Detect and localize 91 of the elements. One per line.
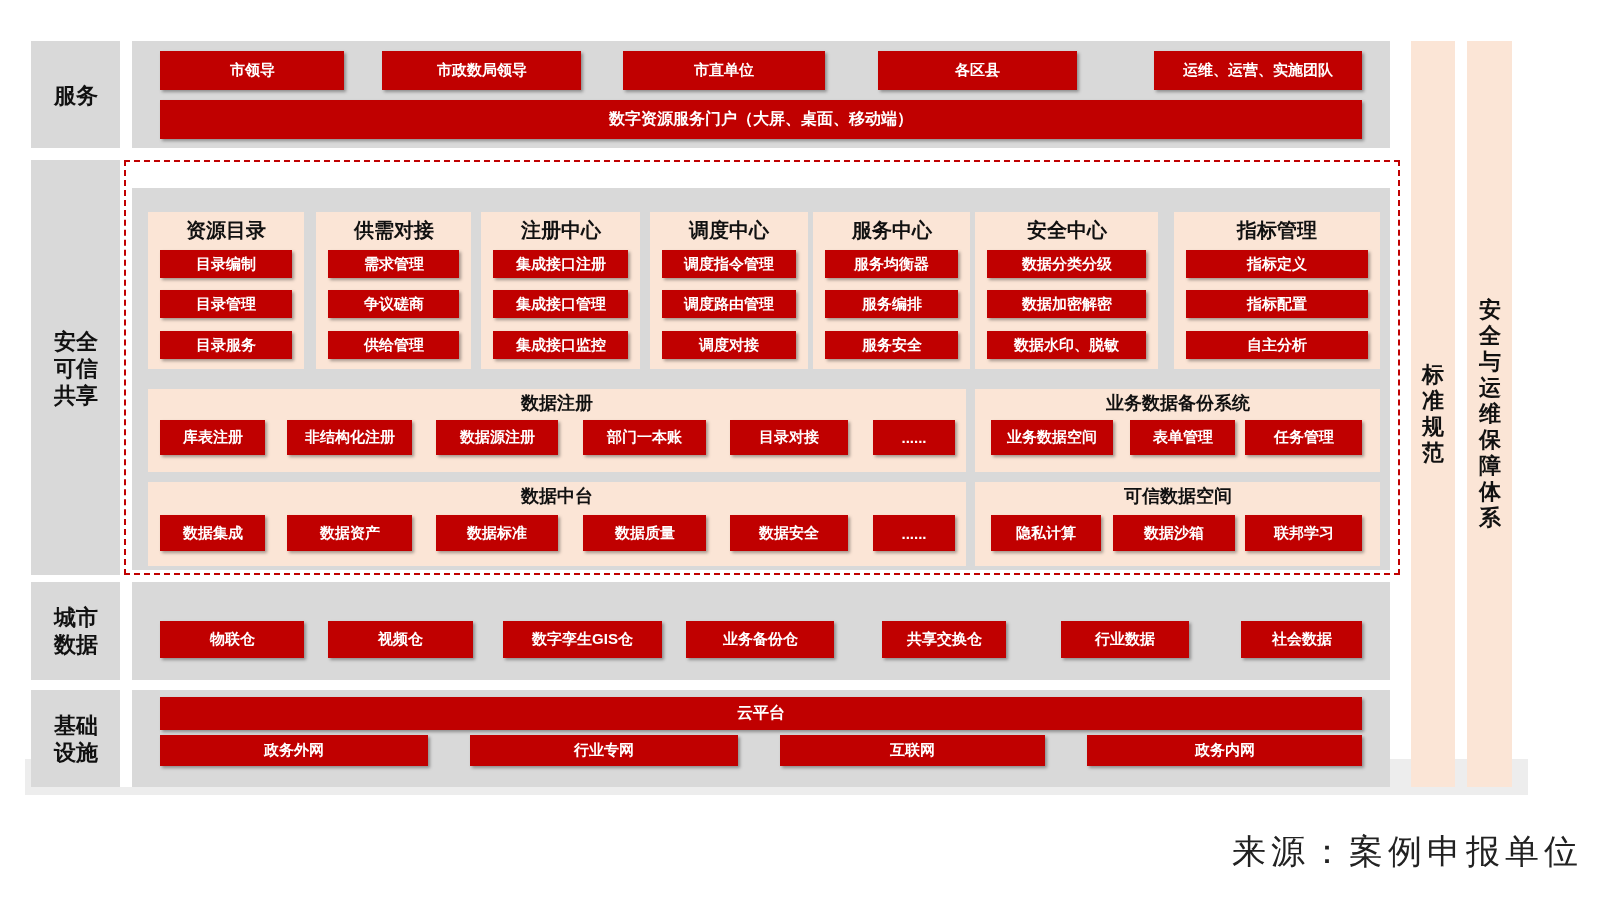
function-block: 调度指令管理	[662, 250, 796, 278]
data-store-block: 社会数据	[1241, 621, 1362, 658]
network-block: 互联网	[780, 735, 1045, 766]
module-heading: 业务数据备份系统	[1105, 392, 1250, 414]
role-block: 市政数局领导	[382, 51, 581, 90]
function-block: 数据分类分级	[987, 250, 1146, 278]
module-heading: 可信数据空间	[1123, 485, 1232, 507]
module-panel	[1174, 212, 1380, 369]
module-panel	[813, 212, 970, 369]
data-store-block: 行业数据	[1061, 621, 1189, 658]
platform-bar: 云平台	[160, 697, 1362, 730]
layer-band	[31, 582, 1390, 680]
function-block: 争议磋商	[328, 290, 459, 318]
function-block: 调度对接	[662, 331, 796, 359]
function-block: 集成接口管理	[493, 290, 628, 318]
side-band	[1467, 41, 1512, 787]
module-panel	[650, 212, 808, 369]
function-block: 服务编排	[825, 290, 958, 318]
function-block: 数据沙箱	[1113, 515, 1235, 551]
function-block: 业务数据空间	[991, 420, 1113, 455]
function-block: ......	[873, 515, 955, 551]
function-block: 目录管理	[160, 290, 292, 318]
module-heading: 资源目录	[186, 218, 266, 242]
data-store-block: 业务备份仓	[686, 621, 834, 658]
module-panel	[975, 389, 1380, 472]
function-block: 数据安全	[730, 515, 848, 551]
function-block: 服务安全	[825, 331, 958, 359]
layer-label: 服务	[52, 81, 99, 108]
function-block: 目录编制	[160, 250, 292, 278]
data-store-block: 共享交换仓	[882, 621, 1006, 658]
function-block: 目录对接	[730, 420, 848, 455]
function-block: ......	[873, 420, 955, 455]
function-block: 调度路由管理	[662, 290, 796, 318]
module-panel	[316, 212, 471, 369]
side-band	[1411, 41, 1455, 787]
function-block: 自主分析	[1186, 331, 1368, 359]
role-block: 市领导	[160, 51, 344, 90]
role-block: 市直单位	[623, 51, 825, 90]
role-block: 各区县	[878, 51, 1077, 90]
source-caption: 来源：案例申报单位	[1232, 832, 1583, 872]
module-panel	[148, 389, 966, 472]
module-heading: 服务中心	[851, 218, 932, 242]
function-block: 指标配置	[1186, 290, 1368, 318]
module-panel	[975, 212, 1158, 369]
function-block: 任务管理	[1245, 420, 1362, 455]
layer-label: 安全可信共享	[52, 327, 99, 408]
function-block: 需求管理	[328, 250, 459, 278]
module-heading: 数据中台	[521, 485, 593, 507]
function-block: 表单管理	[1130, 420, 1235, 455]
function-block: 部门一本账	[583, 420, 706, 455]
data-store-block: 物联仓	[160, 621, 304, 658]
function-block: 指标定义	[1186, 250, 1368, 278]
function-block: 隐私计算	[991, 515, 1101, 551]
module-heading: 注册中心	[520, 218, 601, 242]
side-band-label: 安全与运维保障体系	[1477, 297, 1502, 531]
function-block: 数据资产	[287, 515, 412, 551]
data-store-block: 数字孪生GIS仓	[503, 621, 662, 658]
module-heading: 数据注册	[521, 392, 593, 414]
side-band-label: 标准规范	[1421, 362, 1445, 466]
function-block: 联邦学习	[1245, 515, 1362, 551]
function-block: 库表注册	[160, 420, 265, 455]
function-block: 目录服务	[160, 331, 292, 359]
function-block: 非结构化注册	[287, 420, 412, 455]
function-block: 集成接口监控	[493, 331, 628, 359]
function-block: 数据集成	[160, 515, 265, 551]
function-block: 供给管理	[328, 331, 459, 359]
module-panel	[148, 212, 304, 369]
platform-bar: 数字资源服务门户（大屏、桌面、移动端）	[160, 100, 1362, 139]
module-panel	[148, 482, 966, 566]
function-block: 数据标准	[436, 515, 558, 551]
network-block: 行业专网	[470, 735, 738, 766]
layer-band	[31, 690, 1390, 787]
role-block: 运维、运营、实施团队	[1154, 51, 1362, 90]
module-panel	[975, 482, 1380, 566]
function-block: 服务均衡器	[825, 250, 958, 278]
module-heading: 调度中心	[689, 218, 769, 242]
layer-label: 城市数据	[52, 604, 99, 658]
function-block: 数据源注册	[436, 420, 558, 455]
network-block: 政务外网	[160, 735, 428, 766]
function-block: 数据水印、脱敏	[987, 331, 1146, 359]
data-store-block: 视频仓	[328, 621, 473, 658]
network-block: 政务内网	[1087, 735, 1362, 766]
module-heading: 指标管理	[1237, 218, 1317, 242]
module-heading: 供需对接	[353, 218, 434, 242]
layer-band	[31, 41, 1390, 148]
function-block: 数据质量	[583, 515, 706, 551]
layer-label: 基础设施	[52, 711, 99, 766]
function-block: 集成接口注册	[493, 250, 628, 278]
module-panel	[481, 212, 640, 369]
module-heading: 安全中心	[1026, 218, 1107, 242]
function-block: 数据加密解密	[987, 290, 1146, 318]
